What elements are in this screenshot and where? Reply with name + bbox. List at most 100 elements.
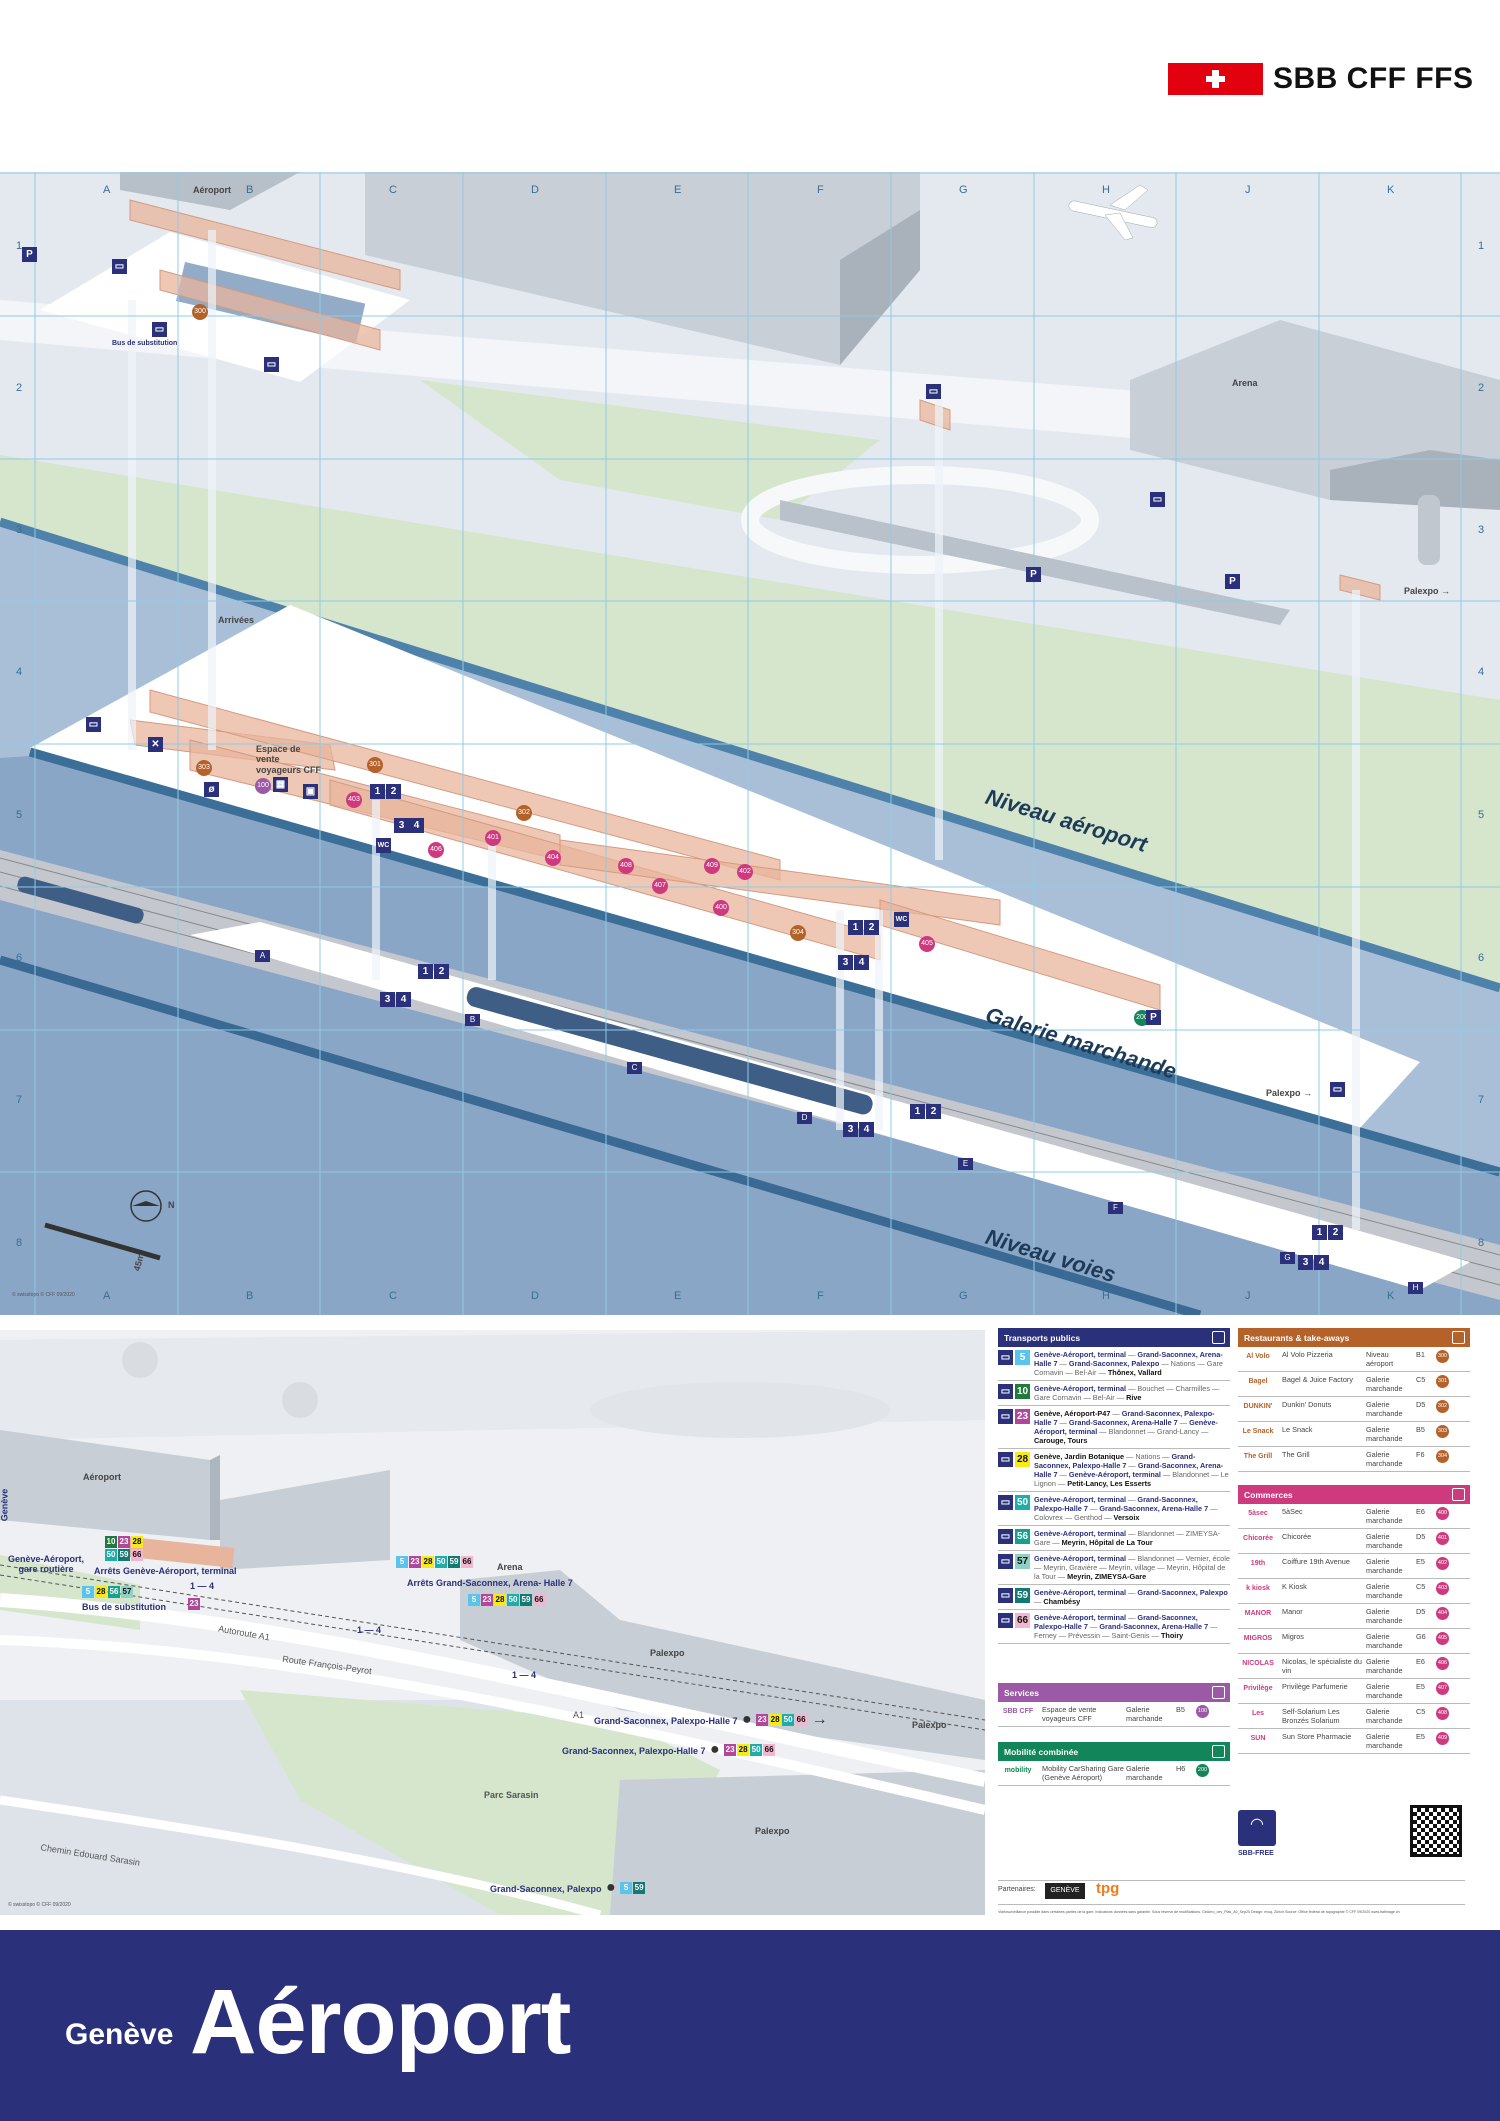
line-badge-50[interactable]: 50 (507, 1594, 519, 1606)
line-badge-5[interactable]: 5 (1015, 1350, 1030, 1365)
poi-407[interactable]: 407 (652, 878, 668, 894)
line-badge-5[interactable]: 5 (396, 1556, 408, 1568)
line-badge-23[interactable]: 23 (118, 1536, 130, 1548)
poi-405[interactable]: 405 (919, 936, 935, 952)
line-badge-59[interactable]: 59 (520, 1594, 532, 1606)
stop-name: Grand-Saconnex, Palexpo-Halle 7 (562, 1746, 706, 1756)
grid-col-label: B (246, 184, 254, 196)
poi-303[interactable]: 303 (196, 760, 212, 776)
label-palexpo-direction[interactable]: Palexpo → (1266, 1088, 1313, 1098)
line-badge-66[interactable]: 66 (131, 1549, 143, 1561)
city-name: Genève (65, 2018, 174, 2051)
legend-row[interactable]: Les BronzésSelf-Solarium Les Bronzés Sol… (1238, 1704, 1470, 1729)
poi-304[interactable]: 304 (790, 925, 806, 941)
platform-number: 1 (910, 1104, 925, 1119)
line-badge-5[interactable]: 5 (82, 1586, 94, 1598)
line-badge-28[interactable]: 28 (131, 1536, 143, 1548)
line-badge-59[interactable]: 59 (448, 1556, 460, 1568)
line-badge-28[interactable]: 28 (494, 1594, 506, 1606)
line-badge-28[interactable]: 28 (769, 1713, 782, 1726)
line-badge-57[interactable]: 57 (121, 1586, 133, 1598)
poi-402[interactable]: 402 (737, 864, 753, 880)
line-badge-28[interactable]: 28 (1015, 1452, 1030, 1467)
line-badge-50[interactable]: 50 (750, 1743, 763, 1756)
line-badge-28[interactable]: 28 (422, 1556, 434, 1568)
line-badge-50[interactable]: 50 (1015, 1495, 1030, 1510)
line-badge-66[interactable]: 66 (795, 1713, 808, 1726)
grid-reference: B1 (1416, 1350, 1425, 1359)
line-badge-10[interactable]: 10 (1015, 1384, 1030, 1399)
poi-408[interactable]: 408 (618, 858, 634, 874)
grid-reference: C5 (1416, 1582, 1426, 1591)
line-badge-59[interactable]: 59 (1015, 1588, 1030, 1603)
line-badge-23[interactable]: 23 (188, 1598, 200, 1610)
line-badge-23[interactable]: 23 (409, 1556, 421, 1568)
line-badge-50[interactable]: 50 (782, 1713, 795, 1726)
line-badge-50[interactable]: 50 (435, 1556, 447, 1568)
line-badge-56[interactable]: 56 (108, 1586, 120, 1598)
route-description: Genève-Aéroport, terminal — Grand-Saconn… (1034, 1495, 1230, 1522)
line-badge-57[interactable]: 57 (1015, 1554, 1030, 1569)
platform-number: 3 (380, 992, 395, 1007)
line-badge-23[interactable]: 23 (724, 1743, 737, 1756)
poi-409[interactable]: 409 (704, 858, 720, 874)
qr-code[interactable] (1410, 1805, 1462, 1857)
line-badge-66[interactable]: 66 (763, 1743, 776, 1756)
route-segment: Genève-Aéroport, terminal (1034, 1588, 1127, 1597)
poi-403[interactable]: 403 (346, 792, 362, 808)
poi-406[interactable]: 406 (428, 842, 444, 858)
line-badge-23[interactable]: 23 (1015, 1409, 1030, 1424)
line-badge-59[interactable]: 59 (118, 1549, 130, 1561)
line-badge-50[interactable]: 50 (105, 1549, 117, 1561)
line-badge-66[interactable]: 66 (461, 1556, 473, 1568)
label-palexpo-direction[interactable]: Palexpo → (1404, 586, 1451, 596)
line-badge-66[interactable]: 66 (1015, 1613, 1030, 1628)
poi-100[interactable]: 100 (255, 778, 271, 794)
line-badge-5[interactable]: 5 (468, 1594, 480, 1606)
poi-404[interactable]: 404 (545, 850, 561, 866)
line-badge-56[interactable]: 56 (1015, 1529, 1030, 1544)
poi-302[interactable]: 302 (516, 805, 532, 821)
legend-row[interactable]: SBB CFF FFSEspace de vente voyageurs CFF… (998, 1702, 1230, 1727)
line-badge-10[interactable]: 10 (105, 1536, 117, 1548)
poi-300[interactable]: 300 (192, 304, 208, 320)
line-badge-66[interactable]: 66 (533, 1594, 545, 1606)
route-segment: — (1057, 1359, 1069, 1368)
line-badge-28[interactable]: 28 (95, 1586, 107, 1598)
route-segment: — (1126, 1461, 1138, 1470)
poi-400[interactable]: 400 (713, 900, 729, 916)
shop-location: Galerie marchande (1366, 1607, 1403, 1625)
parking-icon: P (22, 247, 37, 262)
line-badge-23[interactable]: 23 (481, 1594, 493, 1606)
line-badge-5[interactable]: 5 (620, 1881, 633, 1894)
poi-301[interactable]: 301 (367, 757, 383, 773)
line-badge-23[interactable]: 23 (756, 1713, 769, 1726)
line-badge-28[interactable]: 28 (737, 1743, 750, 1756)
line-badge-59[interactable]: 59 (633, 1881, 646, 1894)
poi-401[interactable]: 401 (485, 830, 501, 846)
